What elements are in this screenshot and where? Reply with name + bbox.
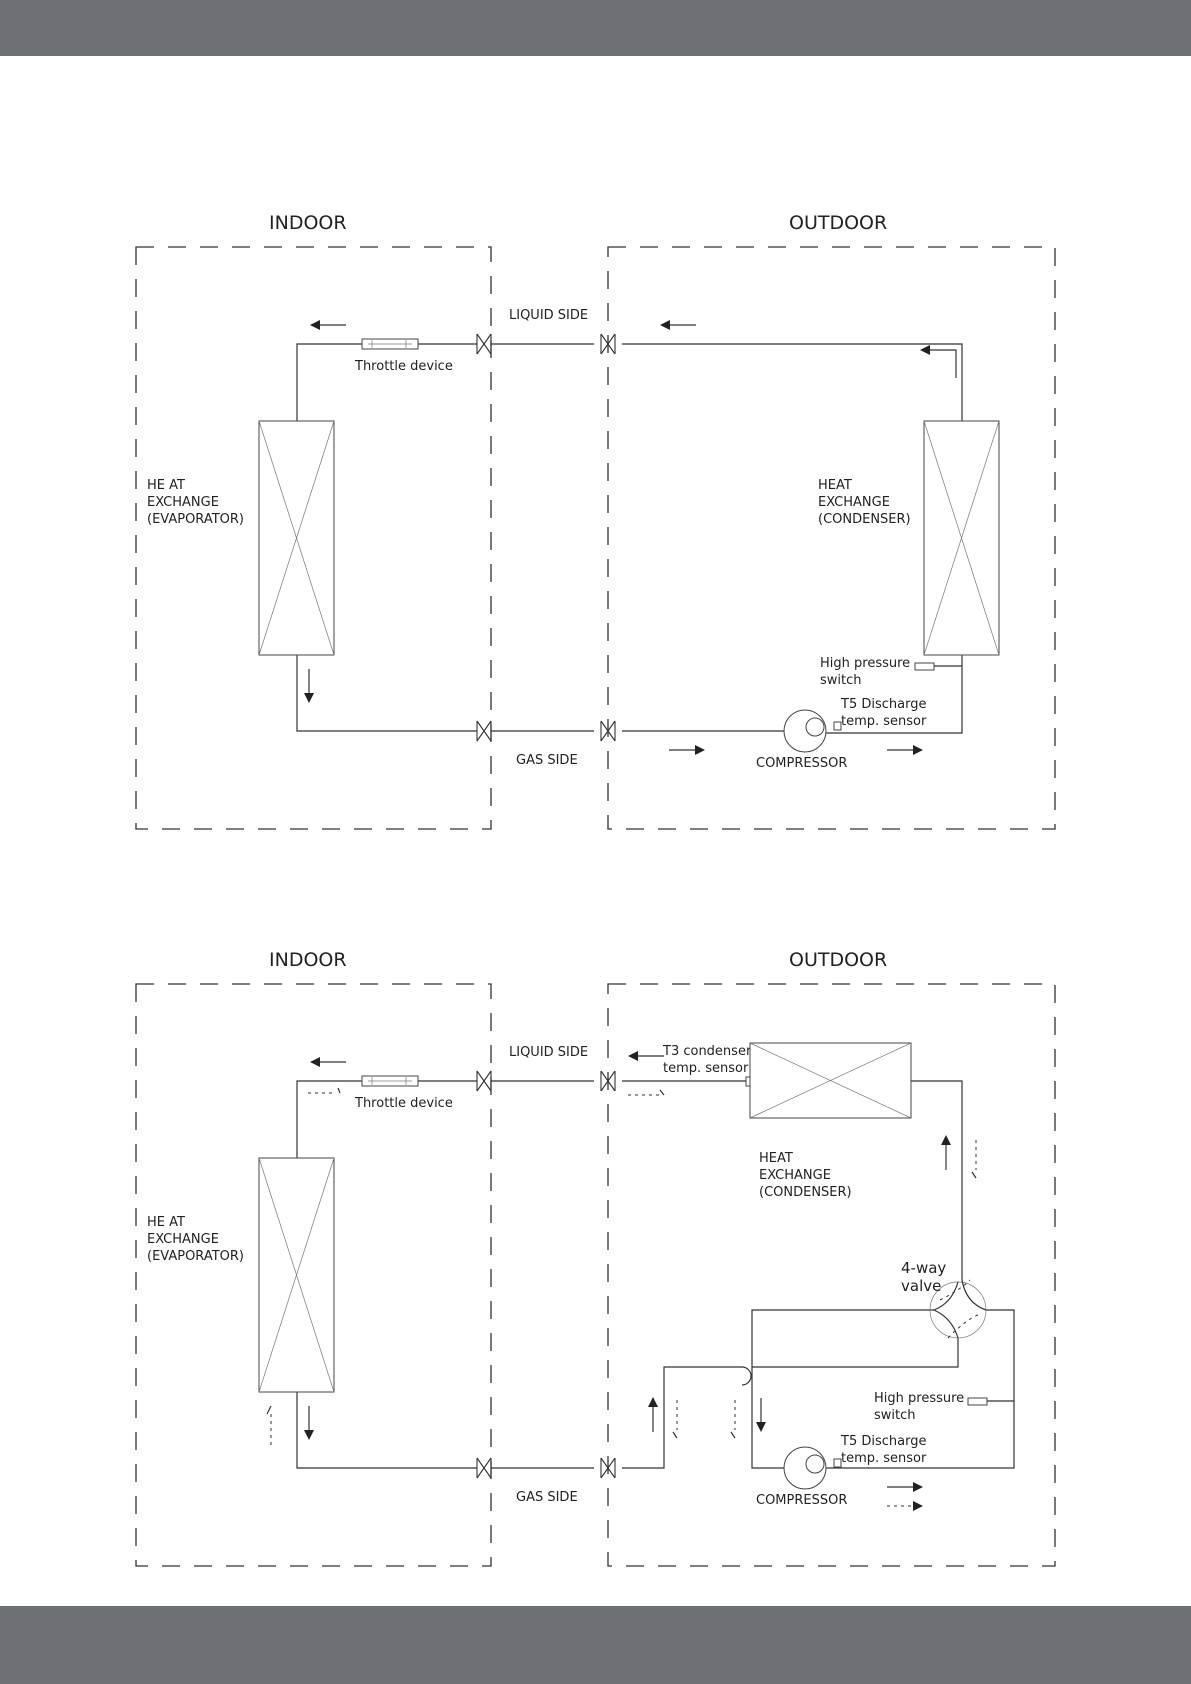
four-way-valve-icon xyxy=(929,1279,987,1339)
evaporator-label-line3: (EVAPORATOR) xyxy=(147,512,244,527)
liquid-side-label: LIQUID SIDE xyxy=(509,308,588,323)
outdoor-title: OUTDOOR xyxy=(789,212,887,234)
high-pressure-switch-icon xyxy=(914,662,935,671)
heatpump-diagram: INDOOR OUTDOOR Throttle device LIQU xyxy=(135,949,1056,1567)
evaporator-label-line3: (EVAPORATOR) xyxy=(147,1249,244,1264)
gas-pipe-indoor xyxy=(296,1392,477,1469)
gas-pipe-indoor xyxy=(296,655,477,732)
high-pressure-label-line1: High pressure xyxy=(820,656,910,671)
four-way-valve-label-line1: 4-way xyxy=(901,1259,946,1277)
liquid-pipe-outdoor xyxy=(622,343,963,421)
indoor-zone xyxy=(135,246,492,830)
flow-arrows xyxy=(266,1051,977,1511)
liquid-side-label: LIQUID SIDE xyxy=(509,1045,588,1060)
compressor-label: COMPRESSOR xyxy=(756,756,847,771)
outdoor-zone xyxy=(607,983,1056,1567)
valve-to-compressor-suction xyxy=(751,1309,934,1469)
gas-pipe-outdoor xyxy=(622,1366,742,1469)
condenser-coil-icon xyxy=(923,420,1000,656)
liquid-valve-indoor-icon xyxy=(476,333,492,355)
discharge-pipe xyxy=(826,655,963,734)
footer-band xyxy=(0,1606,1191,1684)
liquid-pipe-indoor xyxy=(296,343,477,421)
throttle-device-icon xyxy=(361,338,419,350)
condenser-label-line2: EXCHANGE xyxy=(759,1168,831,1183)
t5-label-line2: temp. sensor xyxy=(841,714,927,729)
t5-label-line1: T5 Discharge xyxy=(840,1434,926,1449)
compressor-label: COMPRESSOR xyxy=(756,1493,847,1508)
outdoor-title: OUTDOOR xyxy=(789,949,887,971)
gas-valve-indoor-icon xyxy=(476,720,492,742)
evaporator-coil-icon xyxy=(258,1157,335,1393)
throttle-device-icon xyxy=(361,1075,419,1087)
indoor-zone xyxy=(135,983,492,1567)
t5-label-line2: temp. sensor xyxy=(841,1451,927,1466)
high-pressure-label-line1: High pressure xyxy=(874,1391,964,1406)
compressor-icon xyxy=(783,709,827,753)
pipe-crossover xyxy=(741,1366,752,1386)
liquid-valve-indoor-icon xyxy=(476,1070,492,1092)
throttle-label: Throttle device xyxy=(354,359,453,374)
condenser-label-line2: EXCHANGE xyxy=(818,495,890,510)
evaporator-label-line2: EXCHANGE xyxy=(147,1232,219,1247)
evaporator-coil-icon xyxy=(258,420,335,656)
compressor-icon xyxy=(783,1446,827,1490)
t3-label-line2: temp. sensor xyxy=(663,1061,749,1076)
evaporator-label-line1: HE AT xyxy=(147,1215,185,1230)
gas-pipe-to-valve xyxy=(752,1338,959,1368)
t3-label-line1: T3 condenser xyxy=(662,1044,752,1059)
outdoor-zone xyxy=(607,246,1056,830)
flow-arrows xyxy=(304,320,957,755)
condenser-label-line3: (CONDENSER) xyxy=(759,1185,852,1200)
t5-sensor-icon xyxy=(833,1458,842,1468)
condenser-coil-icon xyxy=(749,1042,912,1119)
indoor-title: INDOOR xyxy=(269,949,347,971)
t5-sensor-icon xyxy=(833,721,842,731)
condenser-label-line1: HEAT xyxy=(818,478,852,493)
cooling-diagram: INDOOR OUTDOOR Throttle device LIQUID SI… xyxy=(135,212,1056,830)
gas-side-label: GAS SIDE xyxy=(516,1490,578,1505)
indoor-title: INDOOR xyxy=(269,212,347,234)
high-pressure-switch-icon xyxy=(967,1397,988,1406)
header-band xyxy=(0,0,1191,56)
four-way-valve-label-line2: valve xyxy=(901,1277,941,1295)
evaporator-label-line1: HE AT xyxy=(147,478,185,493)
throttle-label: Throttle device xyxy=(354,1096,453,1111)
condenser-to-valve-pipe xyxy=(910,1080,963,1280)
high-pressure-label-line2: switch xyxy=(820,673,862,688)
gas-side-label: GAS SIDE xyxy=(516,753,578,768)
condenser-label-line1: HEAT xyxy=(759,1151,793,1166)
condenser-label-line3: (CONDENSER) xyxy=(818,512,911,527)
high-pressure-label-line2: switch xyxy=(874,1408,916,1423)
discharge-pipe xyxy=(826,1309,1015,1469)
evaporator-label-line2: EXCHANGE xyxy=(147,495,219,510)
gas-valve-indoor-icon xyxy=(476,1457,492,1479)
t5-label-line1: T5 Discharge xyxy=(840,697,926,712)
